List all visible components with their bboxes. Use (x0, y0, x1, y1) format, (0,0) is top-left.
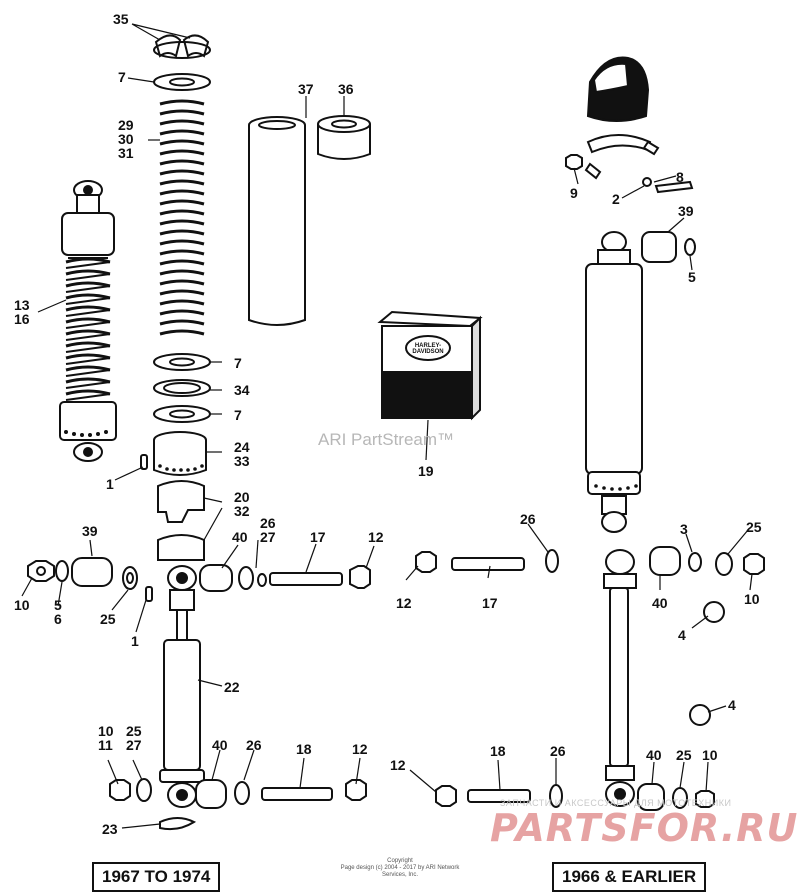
callout-2: 2 (612, 191, 620, 207)
callout-19: 19 (418, 463, 434, 479)
callout-10-11: 10 11 (98, 724, 114, 752)
callout-27b: 27 (126, 737, 142, 753)
callout-29-30-31: 29 30 31 (118, 118, 134, 160)
left-mounting-hardware-upper (27, 557, 371, 592)
callout-29: 29 (118, 117, 134, 133)
callout-39-left: 39 (82, 523, 98, 539)
callout-25-left: 25 (100, 611, 116, 627)
callout-17-left: 17 (310, 529, 326, 545)
callout-30: 30 (118, 131, 134, 147)
callout-10-left: 10 (14, 597, 30, 613)
callout-12-right-lower: 12 (390, 757, 406, 773)
callout-39-right: 39 (678, 203, 694, 219)
callout-40-left-lower: 40 (212, 737, 228, 753)
callout-5-6: 5 6 (54, 598, 62, 626)
right-top-parts (565, 56, 696, 263)
callout-34: 34 (234, 382, 250, 398)
callout-32: 32 (234, 503, 250, 519)
callout-33: 33 (234, 453, 250, 469)
callout-4-upper: 4 (678, 627, 686, 643)
callout-4-lower: 4 (728, 697, 736, 713)
callout-25-27: 25 27 (126, 724, 142, 752)
callout-24-33: 24 33 (234, 440, 250, 468)
callout-26-right-lower: 26 (550, 743, 566, 759)
callout-7-mid: 7 (234, 355, 242, 371)
callout-26: 26 (260, 515, 276, 531)
callout-26-right: 26 (520, 511, 536, 527)
callout-31: 31 (118, 145, 134, 161)
right-mounting-hardware (415, 546, 765, 811)
copyright-line1: Copyright (387, 858, 413, 864)
spring-cover-tube (248, 116, 306, 326)
right-shock-body (585, 231, 643, 807)
callout-6: 6 (54, 611, 62, 627)
callout-10-right: 10 (744, 591, 760, 607)
left-mounting-hardware-lower (109, 778, 367, 831)
caption-left: 1967 TO 1974 (92, 862, 221, 892)
callout-25: 25 (126, 723, 142, 739)
callout-10-right-lower: 10 (702, 747, 718, 763)
callout-25-right-lower: 25 (676, 747, 692, 763)
callout-26-left-lower: 26 (246, 737, 262, 753)
callout-12-left: 12 (368, 529, 384, 545)
box-brand-label: HARLEY-DAVIDSON (412, 343, 444, 355)
callout-26-27: 26 27 (260, 516, 276, 544)
callout-12-left-lower: 12 (352, 741, 368, 757)
copyright-notice: Copyright Page design (c) 2004 - 2017 by… (330, 858, 470, 879)
callout-23: 23 (102, 821, 118, 837)
callout-16: 16 (14, 311, 30, 327)
callout-13-16: 13 16 (14, 298, 30, 326)
parts-box-19 (377, 310, 483, 421)
callout-22: 22 (224, 679, 240, 695)
site-watermark-tagline: ЗАПЧАСТИ И АКСЕССУАРЫ ДЛЯ МОТОТЕХНИКИ (500, 798, 732, 808)
callout-40-right: 40 (652, 595, 668, 611)
callout-10: 10 (98, 723, 114, 739)
callout-18-right: 18 (490, 743, 506, 759)
callout-5-right: 5 (688, 269, 696, 285)
callout-20: 20 (234, 489, 250, 505)
callout-13: 13 (14, 297, 30, 313)
lower-shock-body-left (159, 565, 205, 808)
callout-11: 11 (98, 737, 113, 753)
callout-3: 3 (680, 521, 688, 537)
callout-20-32: 20 32 (234, 490, 250, 518)
callout-27: 27 (260, 529, 276, 545)
callout-17-right: 17 (482, 595, 498, 611)
callout-37: 37 (298, 81, 314, 97)
callout-5: 5 (54, 597, 62, 613)
callout-9: 9 (570, 185, 578, 201)
callout-40-right-lower: 40 (646, 747, 662, 763)
callout-1-upper: 1 (106, 476, 114, 492)
callout-1-lower: 1 (131, 633, 139, 649)
callout-24: 24 (234, 439, 250, 455)
callout-7-low: 7 (234, 407, 242, 423)
assembled-shock-absorber (59, 180, 117, 462)
callout-7-top: 7 (118, 69, 126, 85)
caption-right: 1966 & EARLIER (552, 862, 707, 892)
spring-spacer-36 (317, 115, 371, 160)
callout-8: 8 (676, 169, 684, 185)
callout-leader-lines (21, 23, 753, 829)
callout-25-right: 25 (746, 519, 762, 535)
copyright-line2: Page design (c) 2004 - 2017 by ARI Netwo… (340, 865, 460, 878)
callout-36: 36 (338, 81, 354, 97)
callout-40-left: 40 (232, 529, 248, 545)
watermark: ARI PartStream™ (318, 430, 455, 449)
site-watermark-logo: PARTSFOR.RU (490, 806, 799, 850)
callout-18-left: 18 (296, 741, 312, 757)
callout-12-right: 12 (396, 595, 412, 611)
callout-35: 35 (113, 11, 129, 27)
spring-stack-parts (140, 34, 211, 602)
